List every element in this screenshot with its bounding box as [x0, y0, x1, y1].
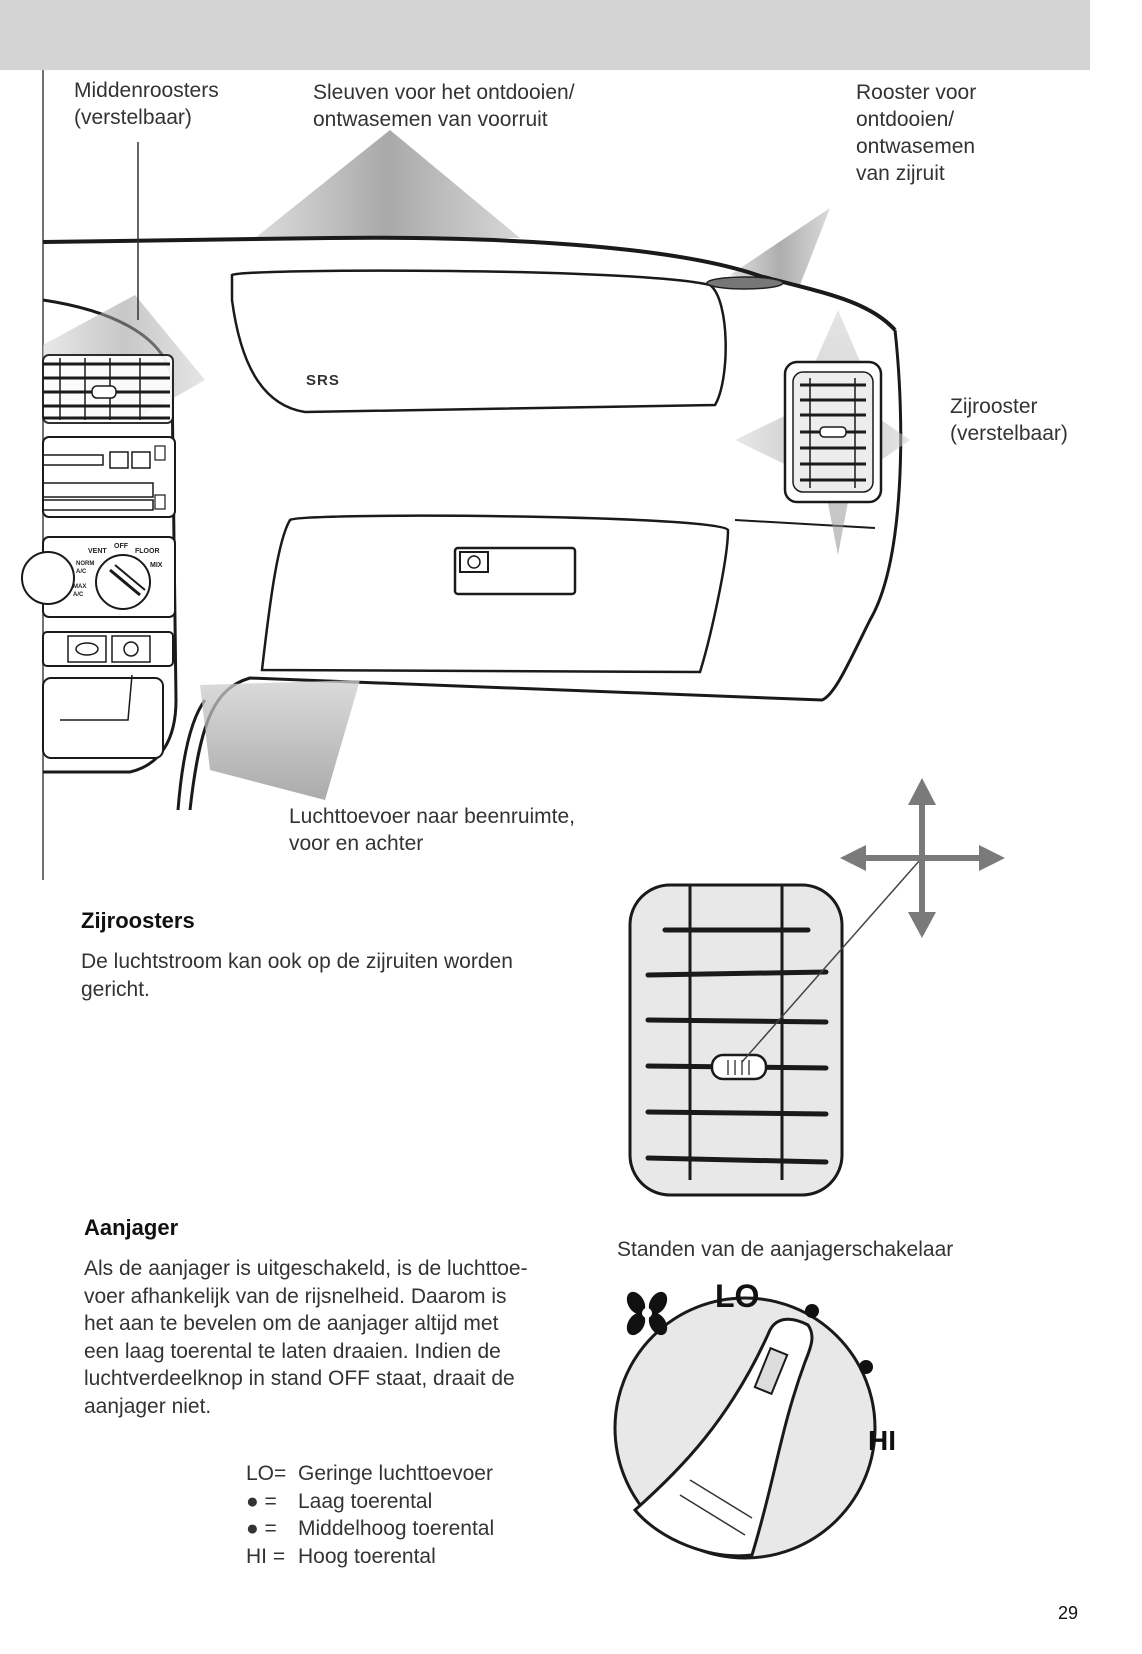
label-defrost-slots: Sleuven voor het ontdooien/ontwasemen va…: [313, 81, 575, 131]
defrost-airflow-cone: [255, 130, 520, 238]
climate-control-panel: [21, 536, 176, 618]
label-footwell: Luchttoevoer naar beenruimte,voor en ach…: [289, 805, 576, 855]
position-dot-medium: [859, 1360, 873, 1374]
label-side-vent: Zijrooster(verstelbaar): [950, 395, 1068, 445]
panel-mark-floor: FLOOR: [135, 548, 160, 555]
center-vent-grille: [42, 354, 174, 424]
heading-blower: Aanjager: [84, 1215, 179, 1240]
radio-unit: [42, 436, 176, 518]
legend-row: HI =Hoog toerental: [246, 1544, 436, 1568]
panel-mark-off: OFF: [114, 543, 128, 550]
header-band: [0, 0, 1090, 70]
right-side-vent: [783, 360, 883, 504]
side-defrost-grille: [706, 276, 784, 290]
srs-badge: SRS: [306, 372, 340, 389]
text-blower: Als de aanjager is uitgeschakeld, is de …: [84, 1257, 528, 1418]
text-side-vents: De luchtstroom kan ook op de zijruiten w…: [81, 950, 513, 1001]
legend-row: LO=Geringe luchttoevoer: [246, 1462, 493, 1485]
blower-legend: LO=Geringe luchttoevoer ● =Laag toerenta…: [246, 1460, 494, 1570]
label-center-vents: Middenroosters(verstelbaar): [74, 79, 219, 129]
panel-mark-max-ac: MAX A/C: [73, 584, 87, 598]
knob-label-hi: HI: [868, 1425, 896, 1456]
knob-label-lo: LO: [715, 1278, 760, 1314]
fan-icon: [626, 1291, 668, 1336]
footwell-airflow-cone: [200, 680, 360, 800]
page-number: 29: [1058, 1603, 1079, 1623]
direction-arrows-icon: [840, 778, 1005, 938]
panel-mark-norm-ac: NORM A/C: [76, 561, 95, 575]
knob-caption: Standen van de aanjagerschakelaar: [617, 1238, 954, 1261]
side-window-airflow-cone: [730, 208, 830, 285]
heading-side-vents: Zijroosters: [81, 908, 195, 933]
legend-row: ● =Middelhoog toerental: [246, 1517, 495, 1540]
switch-row: [42, 631, 174, 667]
position-dot-low: [805, 1304, 819, 1318]
panel-mark-vent: VENT: [88, 548, 107, 555]
panel-mark-mix: MIX: [150, 562, 163, 569]
legend-row: ● =Laag toerental: [246, 1489, 433, 1513]
